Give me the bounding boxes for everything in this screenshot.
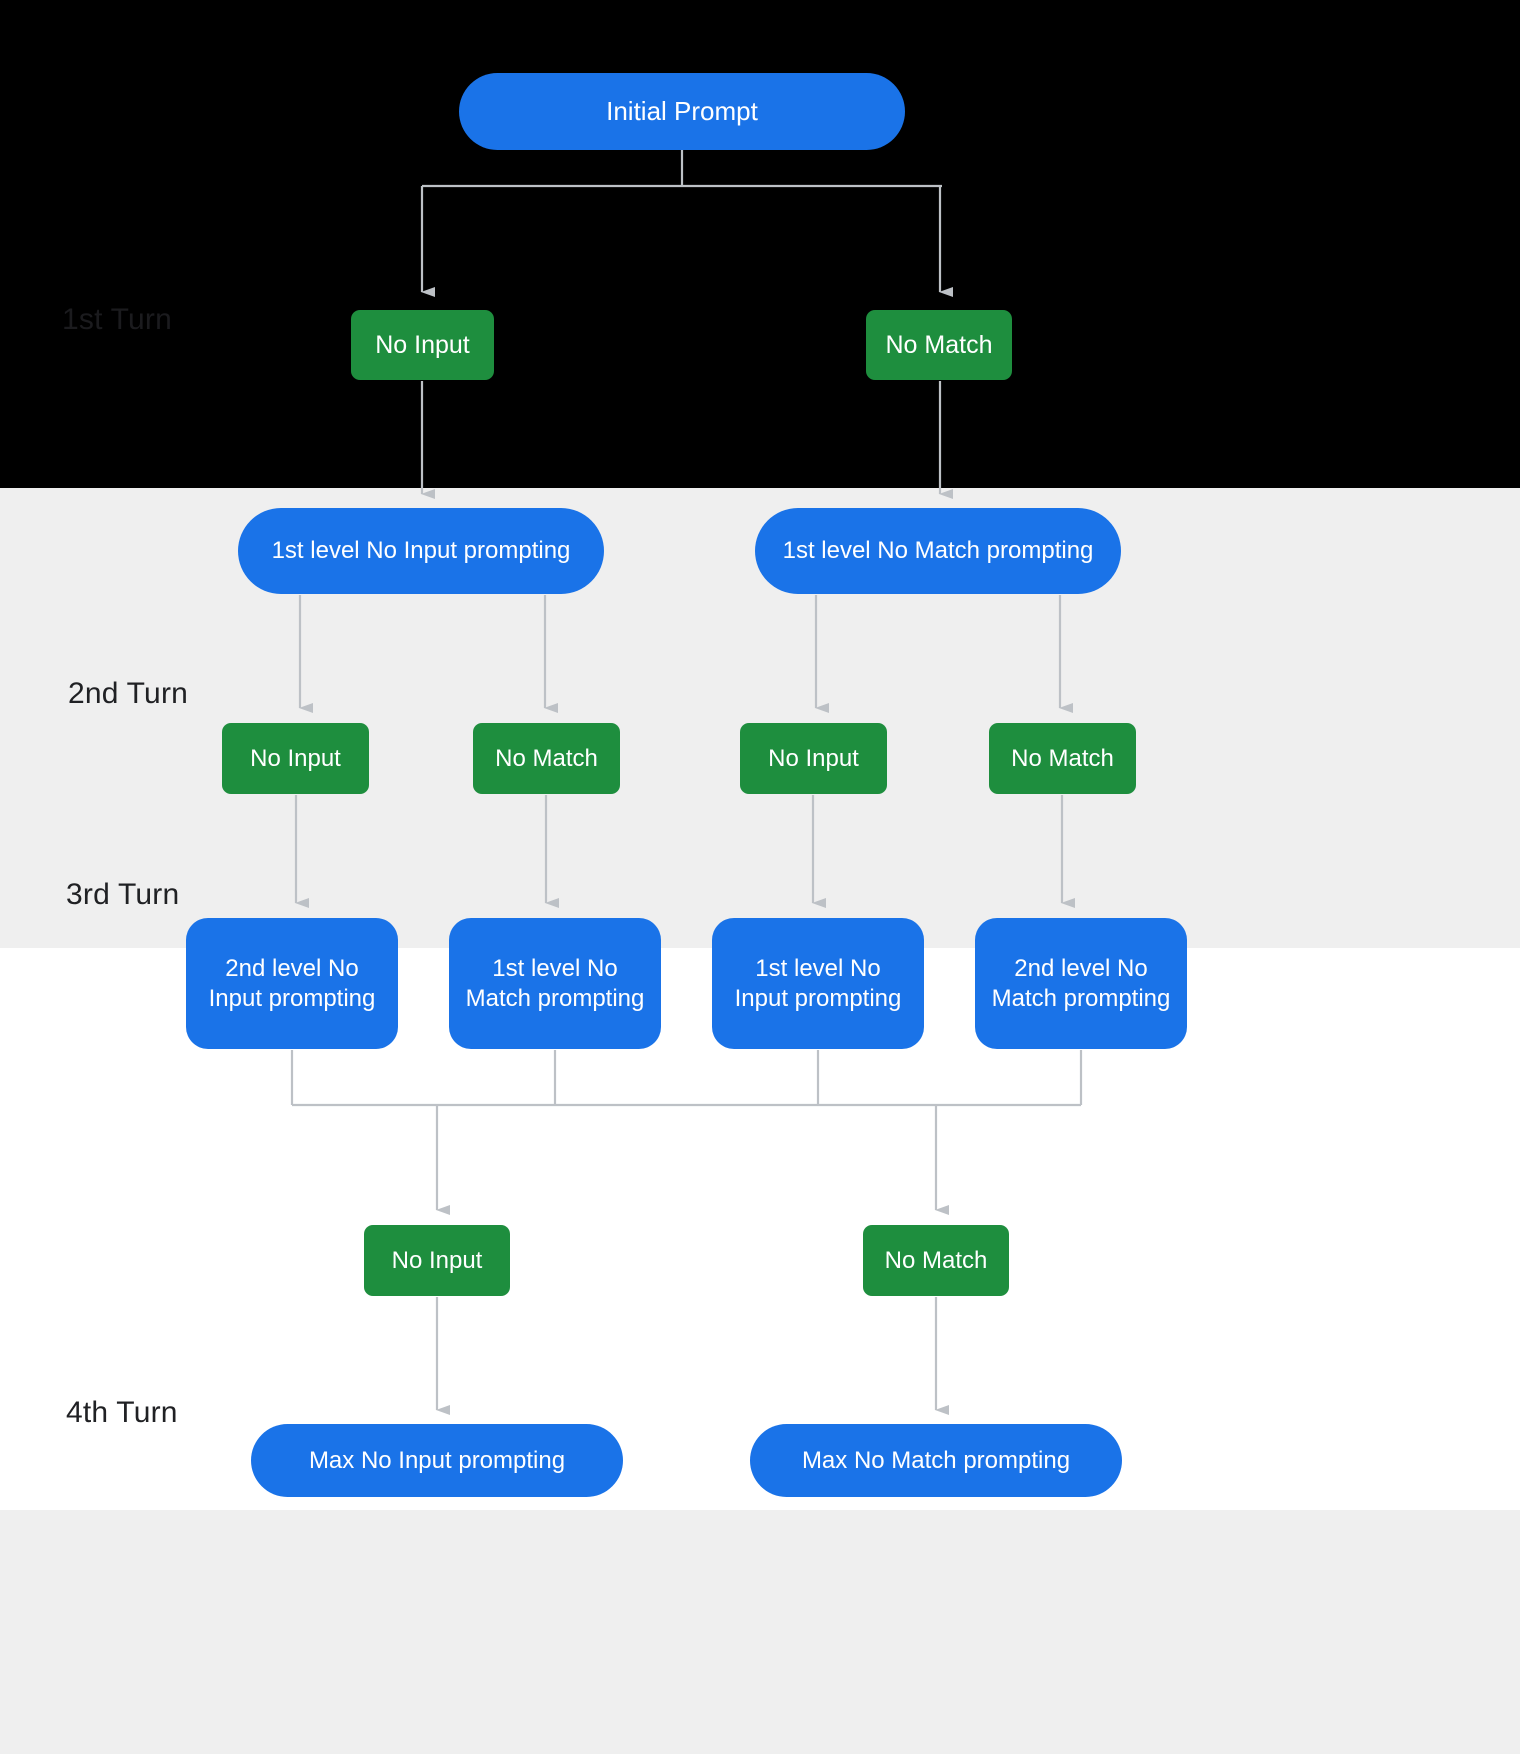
node-turn3-no-input[interactable]: No Input xyxy=(364,1225,510,1296)
node-turn2-no-match-a[interactable]: No Match xyxy=(473,723,620,794)
node-turn3-1st-level-no-input-prompting[interactable]: 1st level No Input prompting xyxy=(712,918,924,1049)
node-turn3-1st-level-no-match-prompting[interactable]: 1st level No Match prompting xyxy=(449,918,661,1049)
node-turn2-no-match-b[interactable]: No Match xyxy=(989,723,1136,794)
node-turn3-2nd-level-no-input-prompting-label: 2nd level No Input prompting xyxy=(208,955,376,1012)
node-turn1-no-input-label: No Input xyxy=(375,330,470,359)
node-turn1-no-input[interactable]: No Input xyxy=(351,310,494,380)
band-4th-turn xyxy=(0,1510,1520,1754)
node-turn2-no-input-prompting[interactable]: 1st level No Input prompting xyxy=(238,508,604,594)
node-turn3-2nd-level-no-input-prompting[interactable]: 2nd level No Input prompting xyxy=(186,918,398,1049)
node-turn4-max-no-match-prompting-label: Max No Match prompting xyxy=(801,1446,1071,1474)
turn-label-4th: 4th Turn xyxy=(66,1396,178,1429)
node-turn1-no-match[interactable]: No Match xyxy=(866,310,1012,380)
node-turn2-no-input-b-label: No Input xyxy=(768,744,859,772)
node-turn3-2nd-level-no-match-prompting-label: 2nd level No Match prompting xyxy=(991,955,1171,1012)
node-turn2-no-match-prompting-label: 1st level No Match prompting xyxy=(782,537,1094,565)
node-turn2-no-input-a-label: No Input xyxy=(250,744,341,772)
node-turn3-no-match-label: No Match xyxy=(884,1246,988,1274)
node-turn2-no-match-b-label: No Match xyxy=(1011,744,1114,772)
turn-label-1st: 1st Turn xyxy=(62,303,172,336)
node-initial-prompt-label: Initial Prompt xyxy=(606,95,758,126)
node-initial-prompt[interactable]: Initial Prompt xyxy=(459,73,905,150)
node-turn4-max-no-input-prompting-label: Max No Input prompting xyxy=(308,1446,566,1474)
node-turn2-no-input-a[interactable]: No Input xyxy=(222,723,369,794)
node-turn3-no-match[interactable]: No Match xyxy=(863,1225,1009,1296)
node-turn4-max-no-match-prompting[interactable]: Max No Match prompting xyxy=(750,1424,1122,1497)
node-turn2-no-input-prompting-label: 1st level No Input prompting xyxy=(271,537,571,565)
node-turn2-no-match-prompting[interactable]: 1st level No Match prompting xyxy=(755,508,1121,594)
node-turn3-1st-level-no-input-prompting-label: 1st level No Input prompting xyxy=(734,955,902,1012)
node-turn3-2nd-level-no-match-prompting[interactable]: 2nd level No Match prompting xyxy=(975,918,1187,1049)
node-turn2-no-input-b[interactable]: No Input xyxy=(740,723,887,794)
node-turn4-max-no-input-prompting[interactable]: Max No Input prompting xyxy=(251,1424,623,1497)
turn-label-2nd: 2nd Turn xyxy=(68,677,189,710)
node-turn3-no-input-label: No Input xyxy=(391,1246,483,1274)
node-turn1-no-match-label: No Match xyxy=(885,330,993,359)
node-turn3-1st-level-no-match-prompting-label: 1st level No Match prompting xyxy=(465,955,645,1012)
node-turn2-no-match-a-label: No Match xyxy=(495,744,598,772)
turn-label-3rd: 3rd Turn xyxy=(66,878,180,911)
